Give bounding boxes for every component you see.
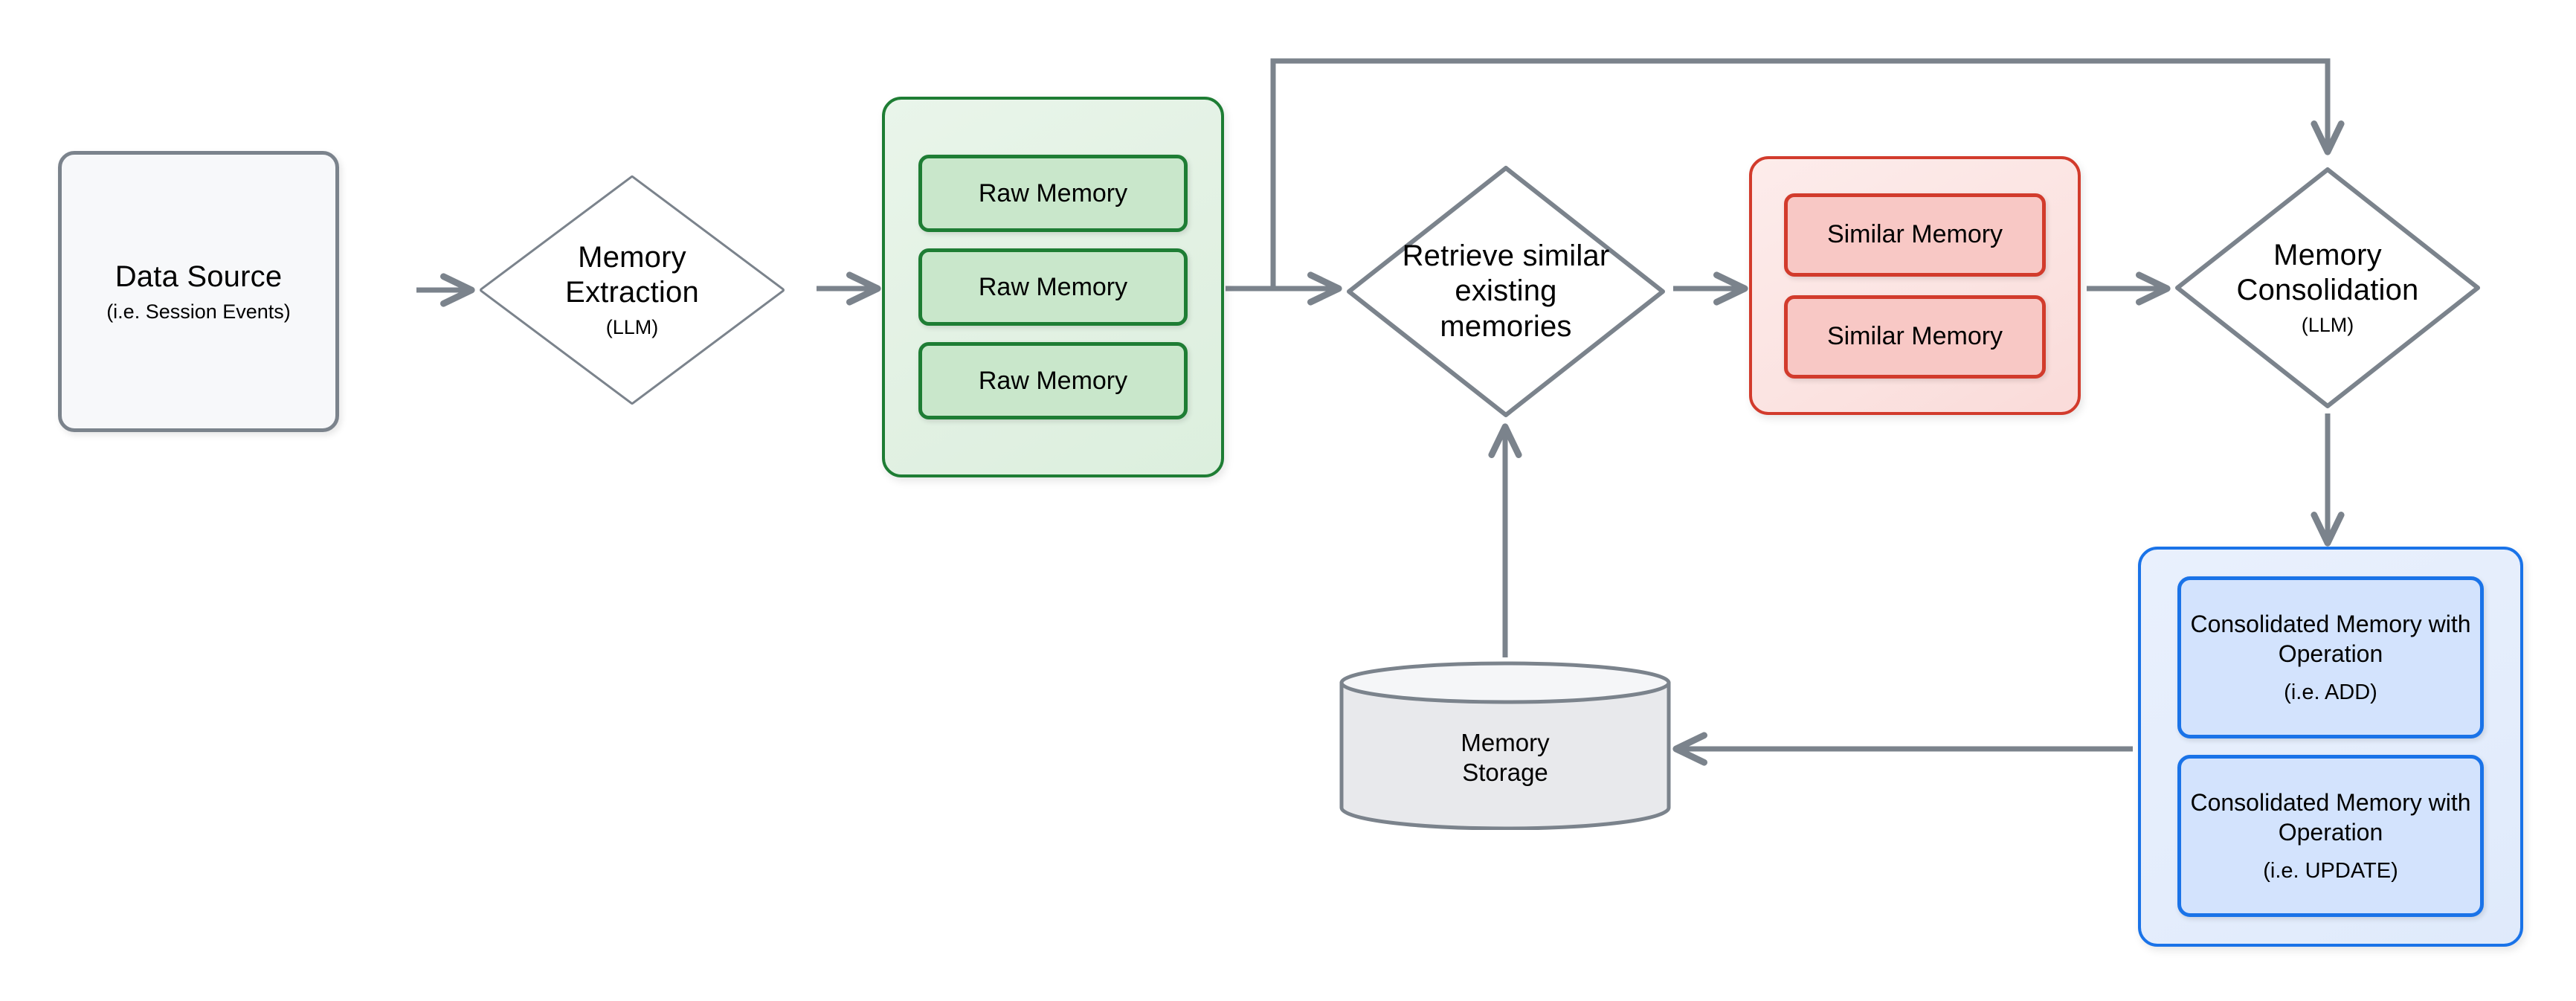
retrieve-line3: memories — [1440, 309, 1572, 343]
chip-label: Raw Memory — [978, 272, 1128, 301]
chip-label: Raw Memory — [978, 178, 1128, 207]
data-source-sublabel: (i.e. Session Events) — [106, 300, 291, 323]
memory-extraction-sublabel: (LLM) — [605, 316, 659, 339]
chip-similar-memory[interactable]: Similar Memory — [1784, 294, 2046, 379]
group-consolidated-memory: Consolidated Memory with Operation (i.e.… — [2138, 547, 2523, 947]
diamond-shape — [1347, 166, 1665, 417]
chip-label: Consolidated Memory with Operation — [2190, 611, 2471, 667]
chip-label: Consolidated Memory with Operation — [2190, 789, 2471, 846]
chip-consolidated-memory-update[interactable]: Consolidated Memory with Operation (i.e.… — [2177, 755, 2484, 917]
chip-sublabel: (i.e. ADD) — [2284, 680, 2377, 704]
chip-label: Similar Memory — [1826, 220, 2003, 248]
chip-raw-memory[interactable]: Raw Memory — [918, 155, 1188, 232]
diamond-shape — [2175, 167, 2480, 408]
memory-storage-line2: Storage — [1462, 759, 1548, 786]
chip-label: Raw Memory — [978, 366, 1128, 395]
diamond-shape — [476, 172, 788, 408]
node-memory-extraction[interactable]: Memory Extraction (LLM) — [476, 172, 788, 408]
chip-raw-memory[interactable]: Raw Memory — [918, 248, 1188, 326]
node-memory-storage[interactable]: Memory Storage — [1339, 660, 1672, 830]
chip-label: Similar Memory — [1826, 322, 2003, 350]
node-memory-consolidation[interactable]: Memory Consolidation (LLM) — [2171, 164, 2484, 412]
chip-sublabel: (i.e. UPDATE) — [2263, 858, 2398, 883]
group-similar-memory: Similar Memory Similar Memory — [1749, 156, 2081, 415]
group-raw-memory: Raw Memory Raw Memory Raw Memory — [882, 97, 1224, 477]
chip-similar-memory[interactable]: Similar Memory — [1784, 193, 2046, 277]
node-data-source[interactable]: Data Source (i.e. Session Events) — [58, 151, 339, 432]
memory-extraction-line1: Memory — [578, 241, 686, 274]
memory-consolidation-line2: Consolidation — [2236, 274, 2419, 307]
chip-consolidated-memory-add[interactable]: Consolidated Memory with Operation (i.e.… — [2177, 576, 2484, 738]
memory-consolidation-sublabel: (LLM) — [2301, 314, 2354, 337]
chip-raw-memory[interactable]: Raw Memory — [918, 342, 1188, 419]
memory-extraction-line2: Extraction — [565, 276, 699, 309]
node-retrieve-similar-memories[interactable]: Retrieve similar existing memories — [1343, 162, 1669, 421]
retrieve-line2: existing — [1455, 274, 1557, 308]
database-cylinder-icon — [1339, 661, 1671, 830]
memory-storage-line1: Memory — [1461, 729, 1550, 757]
data-source-label: Data Source — [115, 260, 283, 293]
retrieve-line1: Retrieve similar — [1402, 239, 1610, 273]
memory-consolidation-line1: Memory — [2273, 239, 2382, 272]
